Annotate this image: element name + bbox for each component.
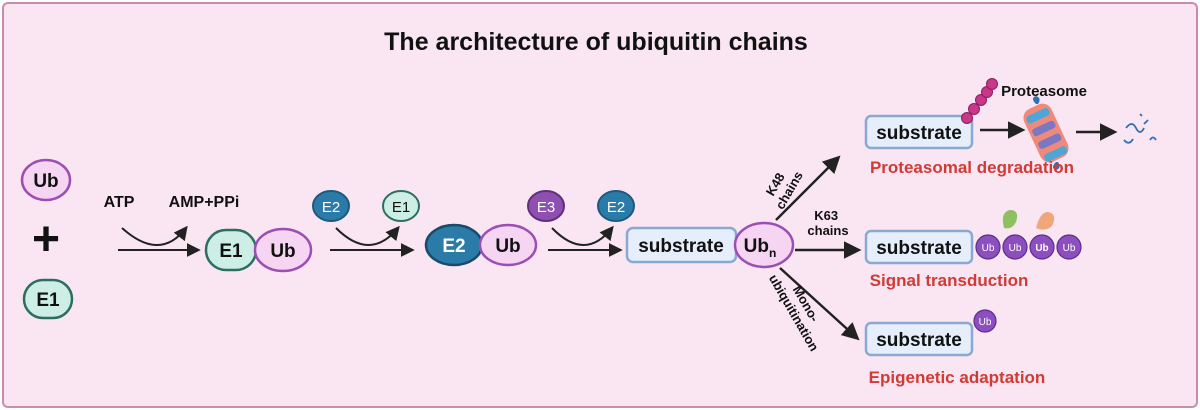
mono-ub-label: Ub [979,317,992,328]
e1-ub-complex: E1 Ub [204,227,313,273]
main-substrate-label: substrate [638,236,724,257]
k48-substrate-label: substrate [876,123,962,144]
k48-ub-chain [961,78,998,124]
e2-output-label: E2 [607,199,625,216]
free-e1: E1 [22,278,74,320]
plus-sign: + [32,213,60,266]
e3-input: E3 [527,190,565,222]
atp-curve-arrow [121,225,188,246]
e1-output: E1 [382,190,420,222]
ubn-base: Ub [744,236,769,257]
mono-substrate: substrate [864,321,974,357]
e1-complex-label: E1 [219,241,243,262]
outcome-epigenetic: Epigenetic adaptation [869,368,1046,387]
e3-input-label: E3 [537,199,555,216]
e1-complex-ub-label: Ub [270,241,295,262]
e2-curve-arrow [335,225,400,246]
k48-arrow [775,155,841,221]
ubn-subscript: n [769,246,776,260]
amp-ppi-label: AMP+PPi [169,194,240,211]
proteasome-label: Proteasome [1001,83,1087,100]
diagram-title: The architecture of ubiquitin chains [384,28,808,56]
k63-ub-1: Ub [982,243,995,254]
k63-ub-2: Ub [1009,243,1022,254]
k48-label: K48 chains [759,161,806,212]
k48-substrate: substrate [864,114,974,150]
k63-ub-chain: Ub Ub Ub Ub [975,210,1082,260]
substrate-ubn-complex: substrate Ubn [625,221,795,269]
ubn-label: Ubn [744,236,777,260]
k63-substrate: substrate [864,229,974,265]
mono-arrow [779,267,860,341]
outcome-signal: Signal transduction [870,271,1029,290]
e2-output: E2 [597,190,635,222]
mono-ub: Ub [973,309,997,333]
e3-curve-arrow [551,225,614,246]
e2-input-label: E2 [322,199,340,216]
e1-output-label: E1 [392,199,410,216]
k63-line1: K63 [814,208,838,223]
free-ubiquitin: Ub [20,158,72,202]
outcome-degradation: Proteasomal degradation [870,158,1074,177]
e2-ub-complex: E2 Ub [424,223,538,267]
k63-ub-4: Ub [1063,243,1076,254]
k63-label: K63 chains [807,208,848,238]
mono-substrate-label: substrate [876,330,962,351]
free-ub-label: Ub [33,171,58,192]
proteasome-icon [1023,96,1069,170]
peptide-fragments-icon [1123,113,1157,144]
k63-ub-3: Ub [1035,243,1048,254]
k63-line2: chains [807,223,848,238]
e2-complex-ub-label: Ub [495,236,520,257]
free-e1-label: E1 [36,290,60,311]
atp-label: ATP [104,194,135,211]
e2-input: E2 [312,190,350,222]
k63-substrate-label: substrate [876,238,962,259]
e2-complex-label: E2 [442,236,465,257]
